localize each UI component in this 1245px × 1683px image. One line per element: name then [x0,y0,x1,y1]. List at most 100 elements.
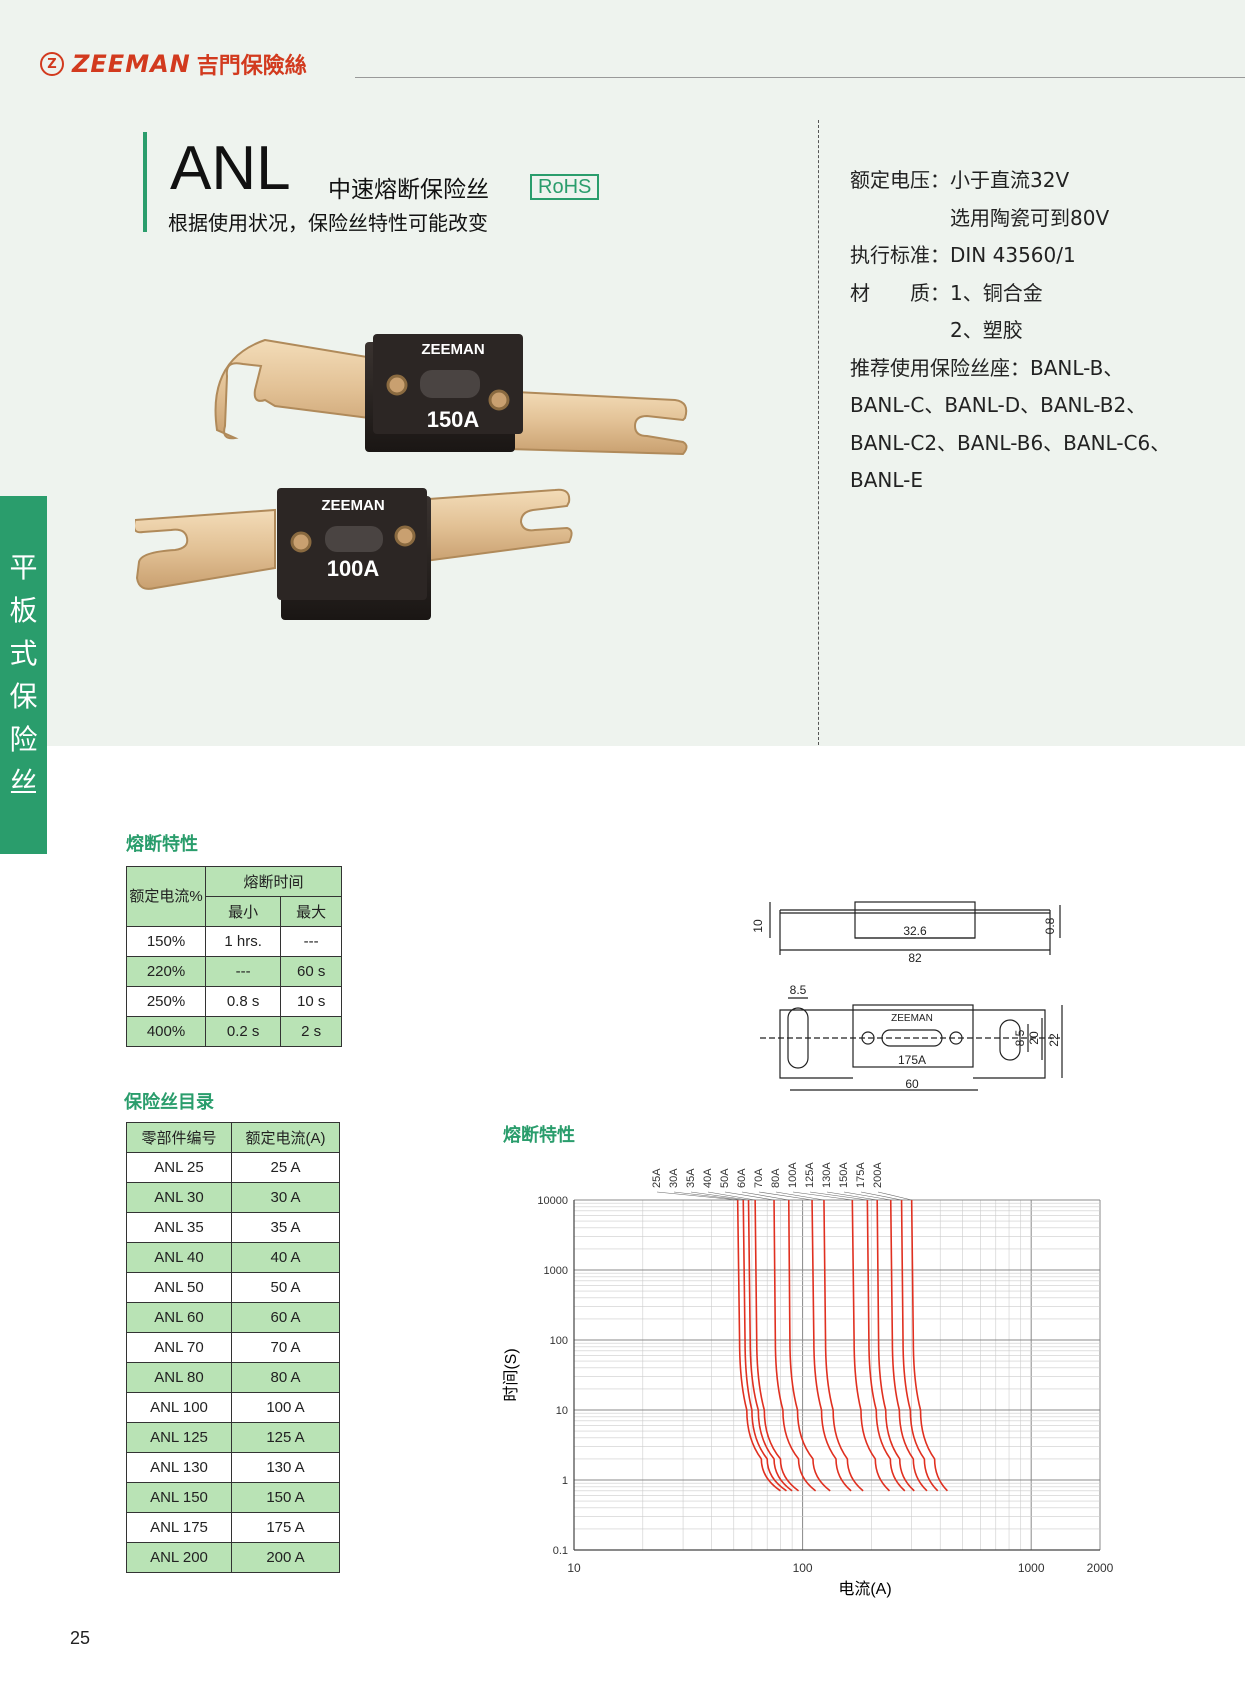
y-tick-label: 100 [550,1335,568,1347]
spec-line: 额定电压：小于直流32V [850,168,1070,192]
dim-body-length: 32.6 [903,924,927,938]
curve-label: 150A [838,1162,850,1188]
header-min: 最小 [204,896,282,927]
curve-100A [851,1199,891,1492]
table-cell: ANL 70 [126,1332,232,1363]
drawing-fuse-label: 175A [898,1053,926,1067]
table-cell: 60 s [280,956,342,987]
table-cell: 60 A [231,1302,340,1333]
table-cell: 10 s [280,986,342,1017]
spec-divider [818,120,819,745]
table-cell: ANL 125 [126,1422,232,1453]
header-fusing-time: 熔断时间 [205,866,342,897]
dim-slot: 8.5 [790,983,807,997]
dim-total-length: 82 [908,951,922,965]
brand-name-cn: 吉門保險絲 [196,54,307,79]
header-rated-current: 额定电流(A) [231,1122,340,1153]
curve-35A [747,1199,793,1492]
curve-leader [860,1191,902,1201]
fuse2-brand: ZEEMAN [321,497,384,514]
curve-label: 80A [770,1168,782,1188]
fuse-100a: ZEEMAN 100A [135,488,573,620]
curve-leader [673,1191,744,1201]
fusing-table: 额定电流% 熔断时间 最小 最大 150% 1 hrs. --- 220% --… [126,866,342,1047]
dim-hole: 8.5 [1013,1029,1027,1046]
table-cell: 40 A [231,1242,340,1273]
product-title: ANL [170,134,291,203]
curve-leader [843,1191,891,1201]
table-cell: 2 s [280,1016,342,1047]
curve-80A [823,1199,864,1492]
rohs-badge: RoHS [530,174,600,200]
table-cell: ANL 50 [126,1272,232,1303]
table-cell: ANL 200 [126,1542,232,1573]
product-subtitle: 中速熔断保险丝 [328,177,489,203]
curve-label: 70A [753,1168,765,1188]
curve-label: 30A [668,1168,680,1188]
brand-mark-icon: Z [40,52,64,76]
spec-line: 材 质：1、铜合金 [850,280,1043,305]
curve-leader [877,1191,912,1201]
curve-label: 35A [685,1168,697,1188]
table-cell: 1 hrs. [204,926,282,957]
curve-label: 60A [736,1168,748,1188]
fuse-150a: ZEEMAN 150A [214,334,688,456]
fuse1-brand: ZEEMAN [421,341,484,358]
table-cell: 150% [126,926,206,957]
product-photo: ZEEMAN 150A ZEEMAN 100A [135,334,688,620]
curve-leader [809,1191,868,1201]
curve-leader [656,1191,738,1201]
dim-thickness: 10 [751,919,765,933]
curve-60A [787,1199,831,1492]
category-side-tab: 平 板 式 保 险 丝 [0,496,47,854]
x-tick-label: 10 [567,1561,581,1575]
table-cell: ANL 30 [126,1182,232,1213]
title-accent-bar [143,132,147,232]
side-tab-char: 式 [9,637,38,670]
y-tick-label: 10 [556,1405,568,1417]
curve-70A [811,1199,852,1492]
x-axis-label: 电流(A) [838,1580,891,1598]
table-cell: 70 A [231,1332,340,1363]
table-cell: --- [280,926,342,957]
curve-label: 200A [872,1162,884,1188]
curve-leader [775,1191,824,1201]
spec-list: 额定电压：小于直流32V 选用陶瓷可到80V 执行标准：DIN 43560/1 … [850,162,1170,500]
header-part-number: 零部件编号 [126,1122,232,1153]
top-slot-right [999,1019,1021,1061]
curve-leader [741,1191,789,1201]
y-axis-label: 时间(S) [502,1348,520,1401]
curve-leader [724,1191,775,1201]
dim-width-inner: 20 [1027,1031,1041,1045]
spec-line: 推荐使用保险丝座：BANL-B、 [850,355,1124,380]
y-tick-label: 10000 [537,1195,568,1207]
table-cell: 125 A [231,1422,340,1453]
table-cell: ANL 60 [126,1302,232,1333]
chart-title: 熔断特性 [503,1125,575,1146]
table-cell: 80 A [231,1362,340,1393]
curve-125A [866,1199,906,1492]
table-cell: --- [204,956,282,987]
side-tab-char: 丝 [9,766,38,799]
curve-label: 125A [804,1162,816,1188]
table-cell: 250% [126,986,206,1017]
drawing-brand: ZEEMAN [891,1013,933,1024]
curve-50A [773,1199,817,1492]
table-cell: 0.2 s [204,1016,282,1047]
top-body [852,1004,974,1068]
curve-label: 50A [719,1168,731,1188]
curve-leader [707,1191,756,1201]
spec-line: BANL-E [850,468,924,492]
dim-hole-pitch: 60 [905,1077,919,1091]
table-cell: 130 A [231,1452,340,1483]
curve-leader [758,1191,813,1201]
curve-label: 25A [651,1168,663,1188]
header-background [0,0,1245,746]
table-cell: ANL 175 [126,1512,232,1543]
side-tab-char: 险 [9,723,38,756]
side-tab-char: 平 [9,551,38,584]
brand-logo: Z ZEEMAN 吉門保險絲 [40,48,307,80]
